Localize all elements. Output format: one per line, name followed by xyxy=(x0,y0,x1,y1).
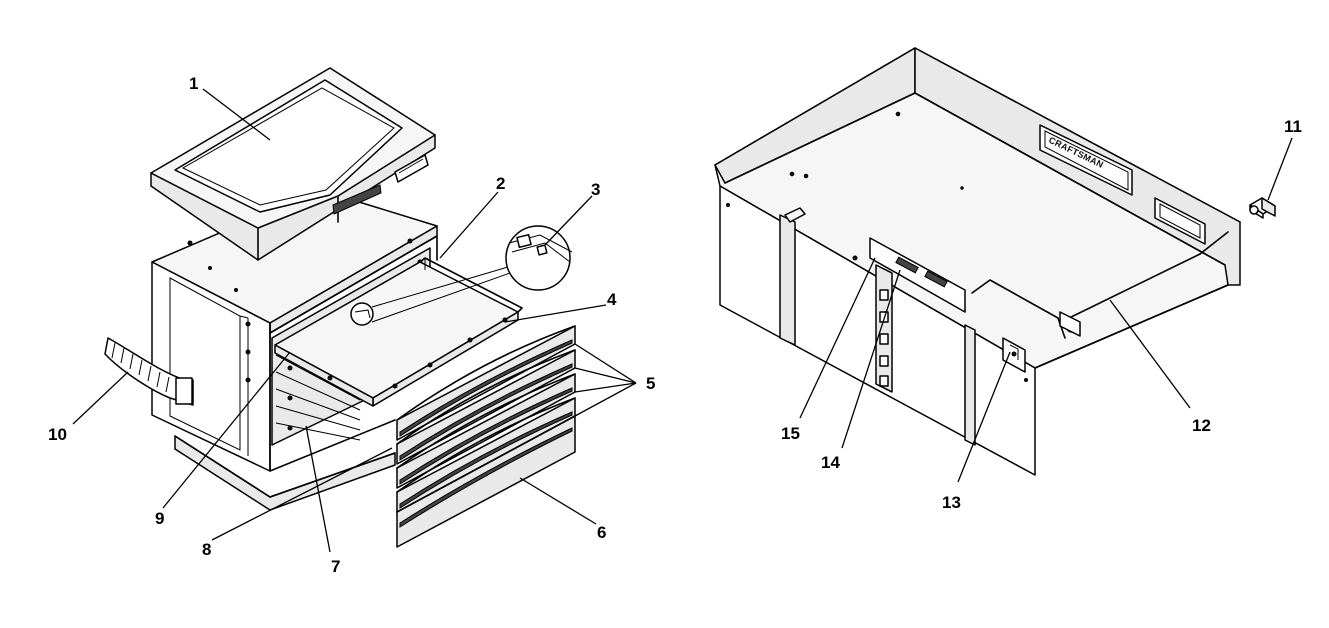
base-plate xyxy=(174,435,396,511)
side-handle xyxy=(104,337,194,406)
chest-lid xyxy=(150,67,436,261)
callout-3: 3 xyxy=(591,180,600,199)
lid-bolt xyxy=(1249,197,1276,219)
leader-lines-right xyxy=(799,137,1293,483)
support-rod xyxy=(971,231,1229,339)
leader-lines-left xyxy=(72,88,637,553)
tool-chest-assembly xyxy=(72,67,637,553)
callout-5: 5 xyxy=(646,374,655,393)
callout-labels: 1 2 3 4 5 6 7 8 9 10 11 12 13 14 15 xyxy=(48,74,1302,576)
drawer-slide-tray xyxy=(274,257,523,407)
callout-6: 6 xyxy=(597,523,606,542)
callout-12: 12 xyxy=(1192,416,1211,435)
hinge-assembly xyxy=(852,237,966,393)
callout-1: 1 xyxy=(189,74,198,93)
latch-detail-bubble xyxy=(371,225,573,323)
callout-8: 8 xyxy=(202,540,211,559)
callout-11: 11 xyxy=(1284,117,1302,136)
callout-13: 13 xyxy=(942,493,961,512)
drawer-fronts xyxy=(396,325,576,513)
lid-interior-assembly: CRAFTSMAN xyxy=(714,47,1293,483)
bottom-drawer-front xyxy=(396,415,576,548)
callout-2: 2 xyxy=(496,174,505,193)
callout-15: 15 xyxy=(781,424,800,443)
callout-14: 14 xyxy=(821,453,840,472)
callout-7: 7 xyxy=(331,557,340,576)
lid-panel: CRAFTSMAN xyxy=(714,47,1241,369)
callout-10: 10 xyxy=(48,425,67,444)
callout-9: 9 xyxy=(155,509,164,528)
callout-4: 4 xyxy=(607,290,617,309)
latch-bracket xyxy=(1002,337,1026,373)
